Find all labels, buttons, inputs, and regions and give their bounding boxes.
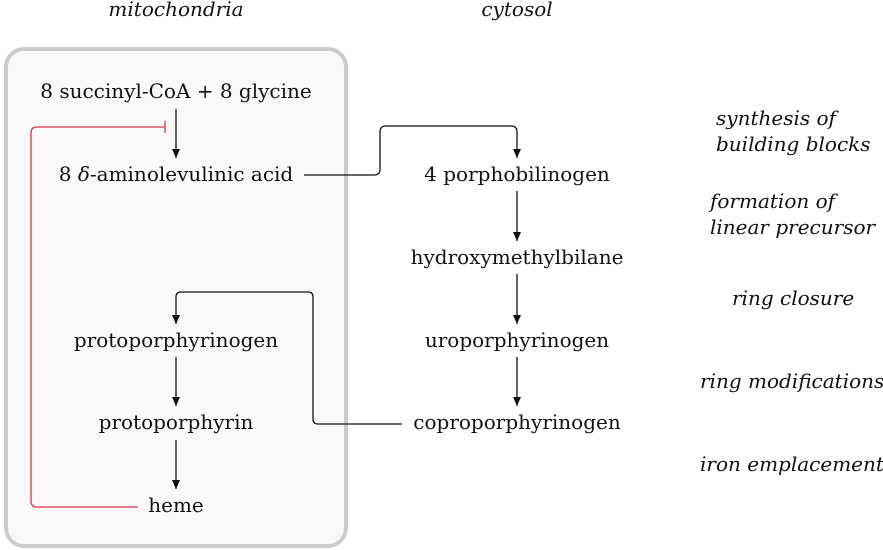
ala-delta: δ [78,162,90,186]
node-uroporphyrinogen: uroporphyrinogen [425,328,609,352]
stage-ring-closure: ring closure [732,286,854,310]
node-substrates: 8 succinyl-CoA + 8 glycine [40,79,312,103]
stage-formation-line2: linear precursor [710,215,876,239]
arrow-ala-to-porphobilinogen [304,125,521,176]
cytosol-header: cytosol [481,0,552,21]
stage-synthesis-line2: building blocks [716,132,871,156]
node-protoporphyrinogen: protoporphyrinogen [74,328,278,352]
node-porphobilinogen: 4 porphobilinogen [424,162,610,186]
node-hydroxymethylbilane: hydroxymethylbilane [411,245,624,269]
ala-prefix: 8 [59,162,78,186]
node-protoporphyrin: protoporphyrin [99,410,254,434]
heme-feedback-inhibition-line [30,126,165,508]
arrow-coproporphyrinogen-to-protoporphyrinogen [172,291,402,425]
ala-suffix: -aminolevulinic acid [90,162,294,186]
node-aminolevulinic-acid: 8 δ-aminolevulinic acid [59,162,294,186]
stage-iron-emplacement: iron emplacement [700,452,883,476]
stage-formation-line1: formation of [708,189,839,213]
node-coproporphyrinogen: coproporphyrinogen [413,410,621,434]
mitochondria-header: mitochondria [108,0,243,21]
stage-ring-modifications: ring modifications [700,369,883,393]
stage-synthesis-line1: synthesis of [716,106,840,130]
node-heme: heme [148,493,204,517]
